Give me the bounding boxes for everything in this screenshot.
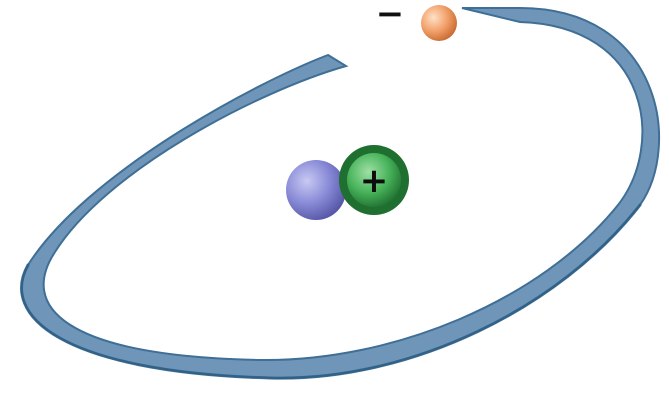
electron-sign: − [376, 0, 405, 34]
electron [421, 5, 457, 41]
proton-sign: + [360, 161, 389, 201]
neutron [286, 160, 346, 220]
